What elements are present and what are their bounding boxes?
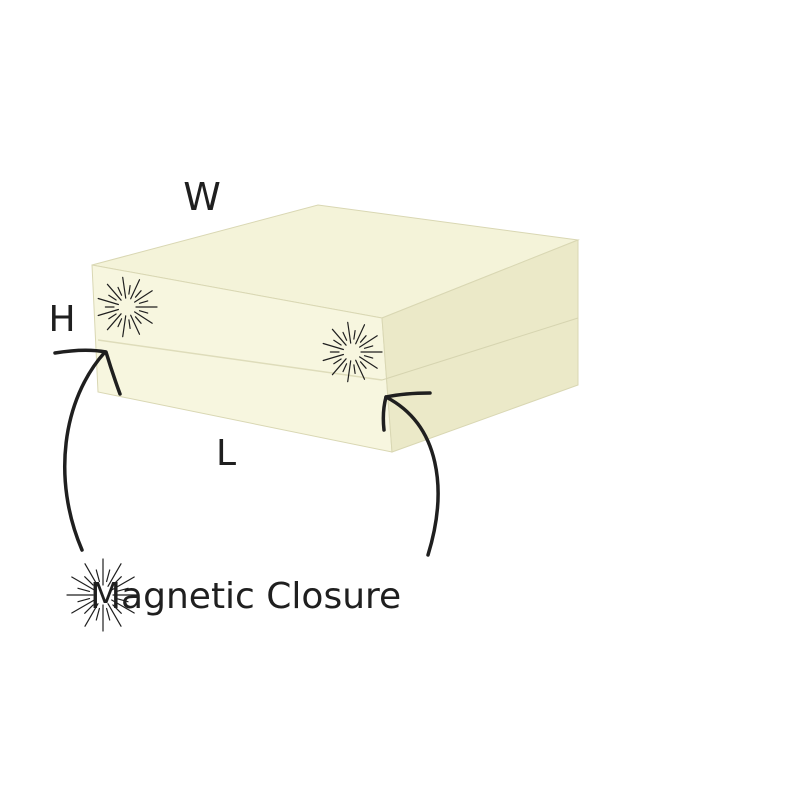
magnet-marker-right (322, 321, 383, 383)
sunburst-ray (138, 310, 149, 314)
sunburst-ray (105, 569, 111, 583)
sunburst-ray (106, 283, 122, 301)
magnet-marker-left (97, 276, 158, 338)
sunburst-ray (95, 569, 101, 583)
sunburst-ray (77, 597, 91, 603)
lid-seam (97, 339, 383, 381)
sunburst-ray (363, 355, 374, 359)
sunburst-ray (122, 276, 127, 299)
sunburst-ray (130, 279, 141, 300)
sunburst-ray (353, 330, 356, 340)
arrowhead-icon-left (53, 348, 122, 396)
sunburst-ray (138, 300, 149, 304)
sunburst-ray (115, 597, 129, 603)
curved-arrow-icon-right (384, 395, 440, 557)
sunburst-ray (363, 345, 374, 349)
sunburst-ray (359, 335, 378, 348)
arrowhead-icon-right (381, 391, 432, 432)
sunburst-ray (355, 359, 366, 380)
sunburst-ray (130, 314, 141, 335)
magnet-marker-legend (66, 558, 140, 632)
sunburst-ray (347, 321, 352, 344)
sunburst-ray (128, 285, 131, 295)
sunburst-ray (359, 356, 378, 369)
sunburst-ray (134, 290, 142, 298)
sunburst-ray (107, 563, 122, 587)
lid-seam-side (381, 317, 579, 381)
sunburst-ray (84, 563, 99, 587)
sunburst-ray (111, 599, 135, 614)
sunburst-ray (359, 361, 367, 369)
sunburst-ray (134, 316, 142, 324)
sunburst-ray (84, 576, 94, 586)
length-label: L (216, 433, 236, 474)
sunburst-ray (355, 324, 366, 345)
sunburst-ray (331, 328, 347, 346)
sunburst-ray (107, 603, 122, 627)
sunburst-ray (71, 599, 95, 614)
sunburst-ray (115, 587, 129, 593)
width-label: W (183, 175, 221, 219)
sunburst-ray (95, 607, 101, 621)
sunburst-ray (106, 313, 122, 331)
sunburst-ray (331, 358, 347, 376)
sunburst-ray (134, 290, 153, 303)
sunburst-ray (322, 353, 344, 362)
height-label: H (48, 299, 75, 340)
sunburst-ray (112, 576, 122, 586)
sunburst-ray (353, 364, 356, 374)
sunburst-ray (71, 576, 95, 591)
sunburst-ray (342, 331, 348, 341)
sunburst-ray (108, 294, 117, 301)
sunburst-ray (333, 339, 342, 346)
sunburst-ray (97, 297, 120, 306)
sunburst-ray (333, 358, 342, 365)
sunburst-ray (111, 576, 135, 591)
sunburst-ray (108, 313, 117, 320)
magnetic-closure-label: Magnetic Closure (90, 576, 401, 617)
sunburst-ray (105, 607, 111, 621)
sunburst-ray (77, 587, 91, 593)
sunburst-ray (112, 604, 122, 614)
sunburst-ray (347, 360, 352, 383)
sunburst-ray (117, 318, 123, 328)
sunburst-ray (97, 308, 120, 317)
sunburst-ray (122, 315, 127, 338)
sunburst-ray (128, 319, 131, 329)
sunburst-ray (84, 604, 94, 614)
curved-arrow-icon-left (63, 350, 107, 552)
sunburst-ray (359, 335, 367, 343)
sunburst-ray (134, 311, 153, 324)
sunburst-ray (84, 603, 99, 627)
box-side-face (381, 239, 579, 453)
sunburst-ray (117, 286, 123, 296)
sunburst-ray (322, 342, 344, 351)
sunburst-ray (342, 363, 348, 373)
